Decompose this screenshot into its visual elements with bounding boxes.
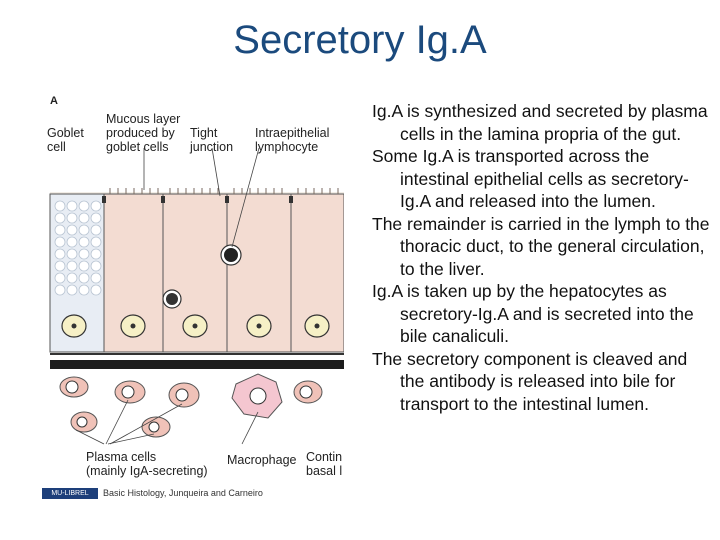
- goblet-cell-label: Goblet cell: [47, 126, 84, 154]
- mucous-layer-label: Mucous layer produced by goblet cells: [106, 112, 181, 154]
- pointer-lines: [75, 147, 260, 445]
- intraepithelial-lymphocytes: [162, 244, 242, 309]
- bullet-item: Some Ig.A is transported across the inte…: [372, 146, 689, 211]
- publisher-badge: MU-LIBREL: [42, 488, 98, 499]
- plasma-cells-label: Plasma cells (mainly IgA-secreting): [86, 450, 208, 478]
- epithelial-nuclei: [120, 314, 330, 338]
- panel-letter: A: [50, 95, 58, 107]
- figure-caption: Basic Histology, Junqueira and Carneiro: [103, 488, 263, 498]
- slide-title: Secretory Ig.A: [233, 18, 487, 62]
- lamina-propria-cells: [59, 376, 323, 438]
- goblet-mucus-granules: [54, 200, 102, 296]
- bullet-item: The secretory component is cleaved and t…: [372, 348, 688, 414]
- tight-junction-label: Tight junction: [190, 126, 234, 154]
- bullet-list: Ig.A is synthesized and secreted by plas…: [372, 100, 712, 415]
- basal-lamina-label: Contin basal l: [306, 450, 343, 478]
- basal-lamina: [50, 360, 344, 369]
- tight-junctions: [102, 196, 293, 203]
- bullet-item: The remainder is carried in the lymph to…: [372, 213, 710, 279]
- bullet-item: Ig.A is taken up by the hepatocytes as s…: [372, 281, 694, 346]
- intraepithelial-lymphocyte-label: Intraepithelial lymphocyte: [255, 126, 330, 154]
- microvilli: [109, 188, 339, 194]
- macrophage-nucleus: [249, 387, 267, 405]
- epithelium-illustration: [49, 147, 344, 445]
- histology-figure: A Goblet cell Mucous layer produced by g…: [44, 92, 344, 492]
- bullet-item: Ig.A is synthesized and secreted by plas…: [372, 101, 708, 144]
- macrophage-label: Macrophage: [227, 453, 297, 467]
